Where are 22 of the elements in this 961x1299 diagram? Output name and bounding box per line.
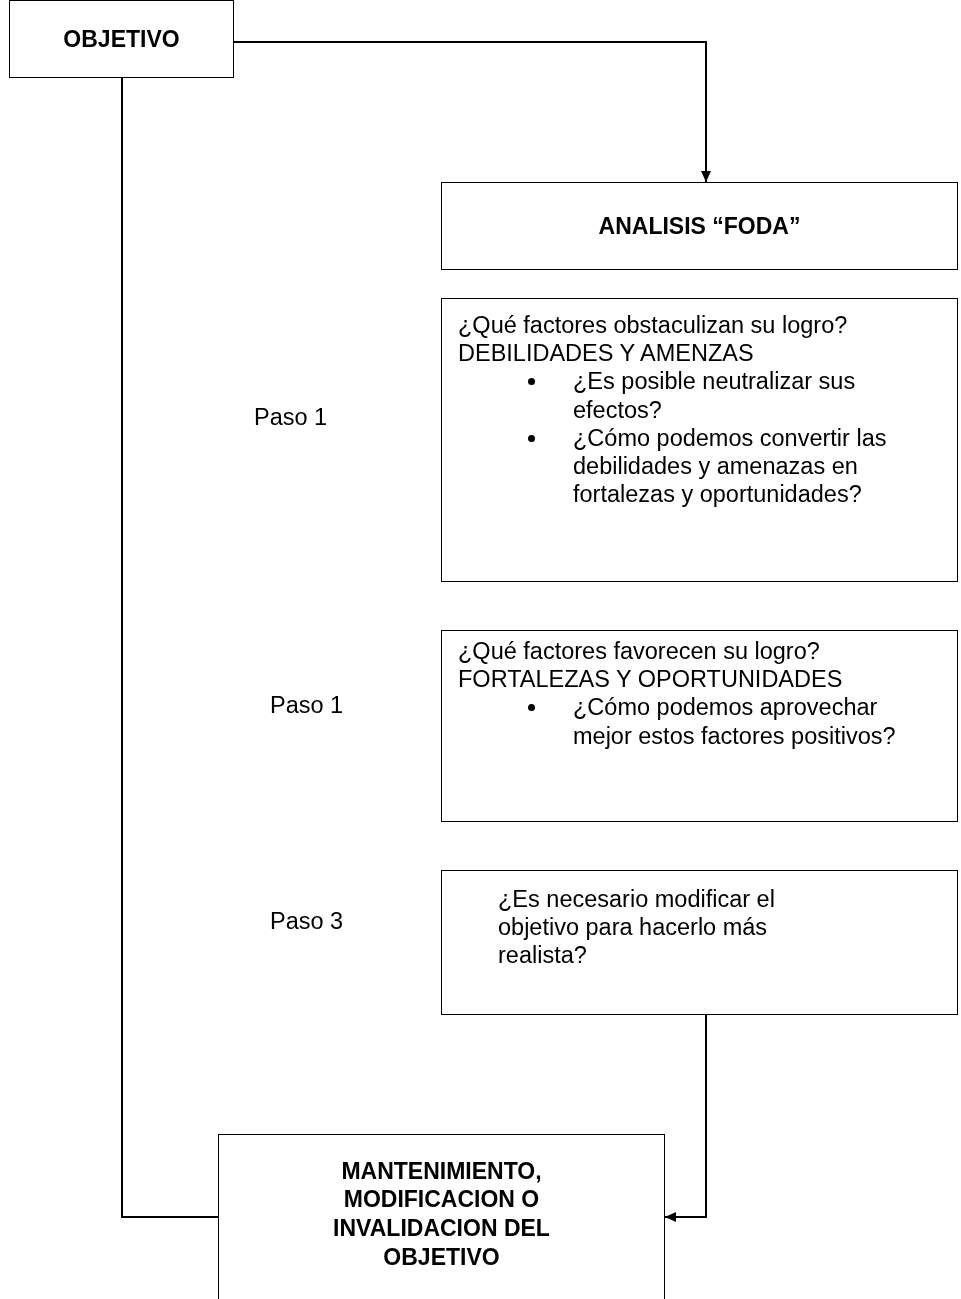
box-text: DEBILIDADES Y AMENZAS	[458, 339, 755, 368]
step-label: Paso 1	[254, 404, 328, 431]
connector-arrow	[664, 1014, 707, 1222]
step-label: Paso 3	[270, 908, 344, 935]
box-title: OBJETIVO	[63, 24, 180, 54]
connector-arrow	[233, 41, 711, 183]
process-box	[441, 182, 958, 270]
box-text: FORTALEZAS Y OPORTUNIDADES	[458, 665, 844, 694]
process-box	[441, 870, 958, 1015]
box-title: ANALISIS “FODA”	[598, 211, 801, 241]
step-label: Paso 1	[270, 692, 344, 719]
box-title: MANTENIMIENTO, MODIFICACION O INVALIDACION DEL OBJETIVO	[332, 1156, 551, 1272]
process-box	[441, 630, 958, 822]
box-text: ¿Qué factores favorecen su logro?	[458, 637, 821, 666]
process-box	[9, 0, 234, 78]
box-text: ¿Es necesario modificar el objetivo para hacerlo más realista?	[498, 885, 776, 970]
process-box	[218, 1134, 665, 1299]
bullet-item: ¿Cómo podemos convertir las debilidades y amenazas en fortalezas y oportunidades?	[573, 423, 888, 509]
bullet-item: ¿Cómo podemos aprovechar mejor estos factores positivos?	[573, 693, 897, 750]
box-text: ¿Qué factores obstaculizan su logro?	[458, 311, 849, 340]
bullet-item: ¿Es posible neutralizar sus efectos?	[573, 367, 857, 424]
process-box	[441, 298, 958, 582]
